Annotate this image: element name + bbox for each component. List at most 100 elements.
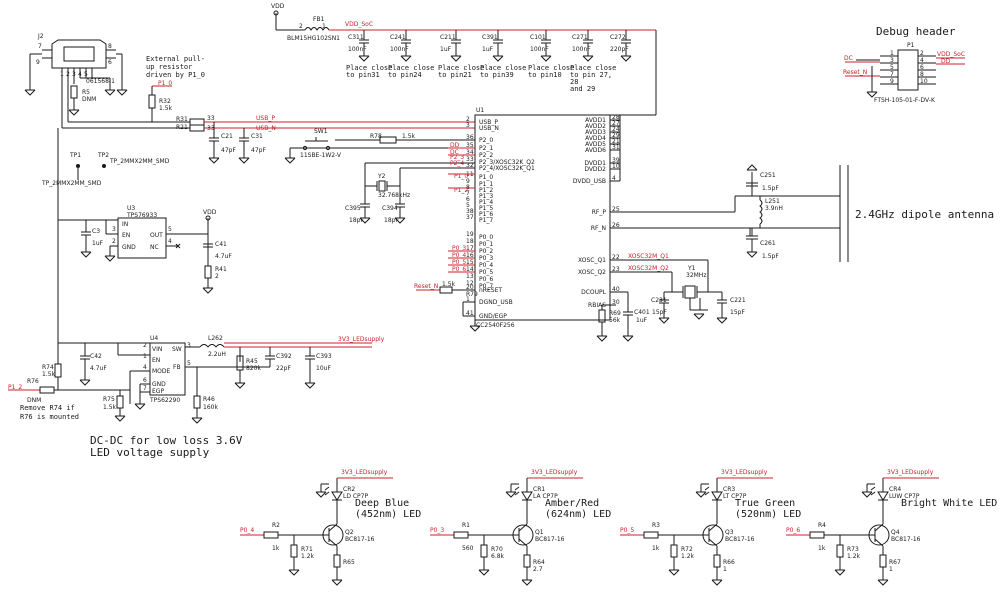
svg-text:DNM: DNM	[27, 397, 41, 404]
svg-text:R2: R2	[272, 522, 280, 529]
usb-pullup-r32: External pull- up resistor driven by P1_…	[146, 55, 205, 122]
svg-text:1: 1	[466, 296, 470, 303]
svg-text:5: 5	[84, 71, 88, 78]
dcdc-title-line2: LED voltage supply	[90, 446, 210, 459]
svg-text:P1_5: P1_5	[479, 205, 493, 212]
decap-value: 1uF	[440, 46, 452, 53]
svg-text:R66: R66	[723, 559, 735, 566]
svg-text:2: 2	[143, 342, 147, 349]
svg-text:18: 18	[466, 238, 474, 245]
svg-text:LA CP7P: LA CP7P	[533, 493, 558, 500]
svg-text:DCOUPL: DCOUPL	[581, 289, 607, 296]
svg-text:TPS62290: TPS62290	[149, 397, 180, 404]
decap-note: Place close	[438, 64, 484, 72]
svg-text:6: 6	[108, 59, 112, 66]
svg-text:23: 23	[612, 266, 620, 273]
decap-ref: C272	[610, 34, 626, 41]
svg-text:XOSC_Q1: XOSC_Q1	[578, 257, 606, 264]
svg-text:EN: EN	[122, 232, 130, 239]
svg-text:7: 7	[890, 71, 894, 78]
svg-text:DD: DD	[450, 142, 460, 149]
svg-text:TPS76933: TPS76933	[126, 212, 157, 219]
svg-text:DVDD2: DVDD2	[584, 166, 606, 173]
svg-text:USB_N: USB_N	[479, 125, 499, 132]
svg-text:BC817-16: BC817-16	[535, 536, 565, 543]
svg-text:C251: C251	[760, 172, 776, 179]
svg-text:VDD: VDD	[203, 209, 217, 216]
svg-text:1.5pF: 1.5pF	[762, 185, 779, 192]
svg-text:10: 10	[612, 163, 620, 170]
svg-text:1.5k: 1.5k	[103, 404, 117, 411]
svg-text:P0_1: P0_1	[479, 241, 493, 248]
dcdc-u4: U4 TPS62290 VIN SW EN MODE FB GND EGP 2 …	[8, 335, 385, 459]
svg-text:21: 21	[612, 138, 620, 145]
svg-text:15pF: 15pF	[652, 309, 667, 316]
soc-pin-dvdd1: DVDD1 39	[584, 157, 620, 167]
svg-text:RBIAS: RBIAS	[588, 302, 606, 309]
svg-text:32MHz: 32MHz	[686, 272, 706, 279]
svg-text:15: 15	[466, 259, 474, 266]
svg-text:2: 2	[66, 71, 70, 78]
svg-text:GND: GND	[152, 381, 166, 388]
svg-text:4: 4	[168, 238, 172, 245]
svg-text:32: 32	[466, 162, 474, 169]
soc-pin-p0-2: P0_217	[466, 245, 493, 255]
led-net: P0_6	[786, 527, 800, 534]
svg-text:C395: C395	[345, 205, 361, 212]
svg-text:C3: C3	[92, 228, 100, 235]
svg-text:FB: FB	[173, 364, 181, 371]
svg-text:P1_6: P1_6	[479, 211, 493, 218]
svg-text:Q3: Q3	[725, 529, 734, 536]
svg-text:AVDD5: AVDD5	[585, 141, 606, 148]
svg-text:2: 2	[466, 116, 470, 123]
decap-value: 100nF	[390, 46, 409, 53]
svg-text:NC: NC	[150, 244, 159, 251]
svg-text:39: 39	[612, 157, 620, 164]
svg-text:P1: P1	[907, 42, 915, 49]
test-points: TP1 TP_2MMX2MM_SMD TP2 TP_2MMX2MM_SMD	[41, 152, 170, 187]
soc-pin-p1-7: P1_737	[466, 214, 493, 224]
svg-text:LD CP7P: LD CP7P	[343, 493, 368, 500]
svg-text:P1_0: P1_0	[158, 80, 172, 87]
svg-text:35: 35	[466, 142, 474, 149]
svg-text:6.8k: 6.8k	[491, 553, 505, 560]
decap-ref: C271	[572, 34, 588, 41]
svg-text:EN: EN	[152, 357, 160, 364]
svg-text:C394: C394	[382, 205, 398, 212]
svg-text:P0_3: P0_3	[479, 255, 493, 262]
svg-text:SW1: SW1	[314, 128, 328, 135]
svg-text:2: 2	[112, 238, 116, 245]
svg-text:P2_2: P2_2	[479, 152, 493, 159]
svg-text:DVDD1: DVDD1	[584, 160, 606, 167]
soc-pin-p1-6: P1_638	[466, 208, 493, 218]
svg-text:3: 3	[112, 226, 116, 233]
svg-text:1uF: 1uF	[636, 317, 648, 324]
svg-text:OUT: OUT	[150, 232, 163, 239]
svg-text:25: 25	[612, 206, 620, 213]
vdd-label: VDD	[271, 3, 285, 10]
svg-text:Q2: Q2	[345, 529, 354, 536]
led-label: (452nm) LED	[355, 509, 421, 520]
vdd-top-supply: VDD	[271, 3, 285, 30]
svg-text:P1_3: P1_3	[479, 193, 493, 200]
decap-note: to pin24	[388, 71, 422, 79]
svg-text:External pull-: External pull-	[146, 55, 205, 63]
svg-text:R32: R32	[159, 98, 171, 105]
svg-text:Remove R74 if: Remove R74 if	[20, 404, 75, 412]
